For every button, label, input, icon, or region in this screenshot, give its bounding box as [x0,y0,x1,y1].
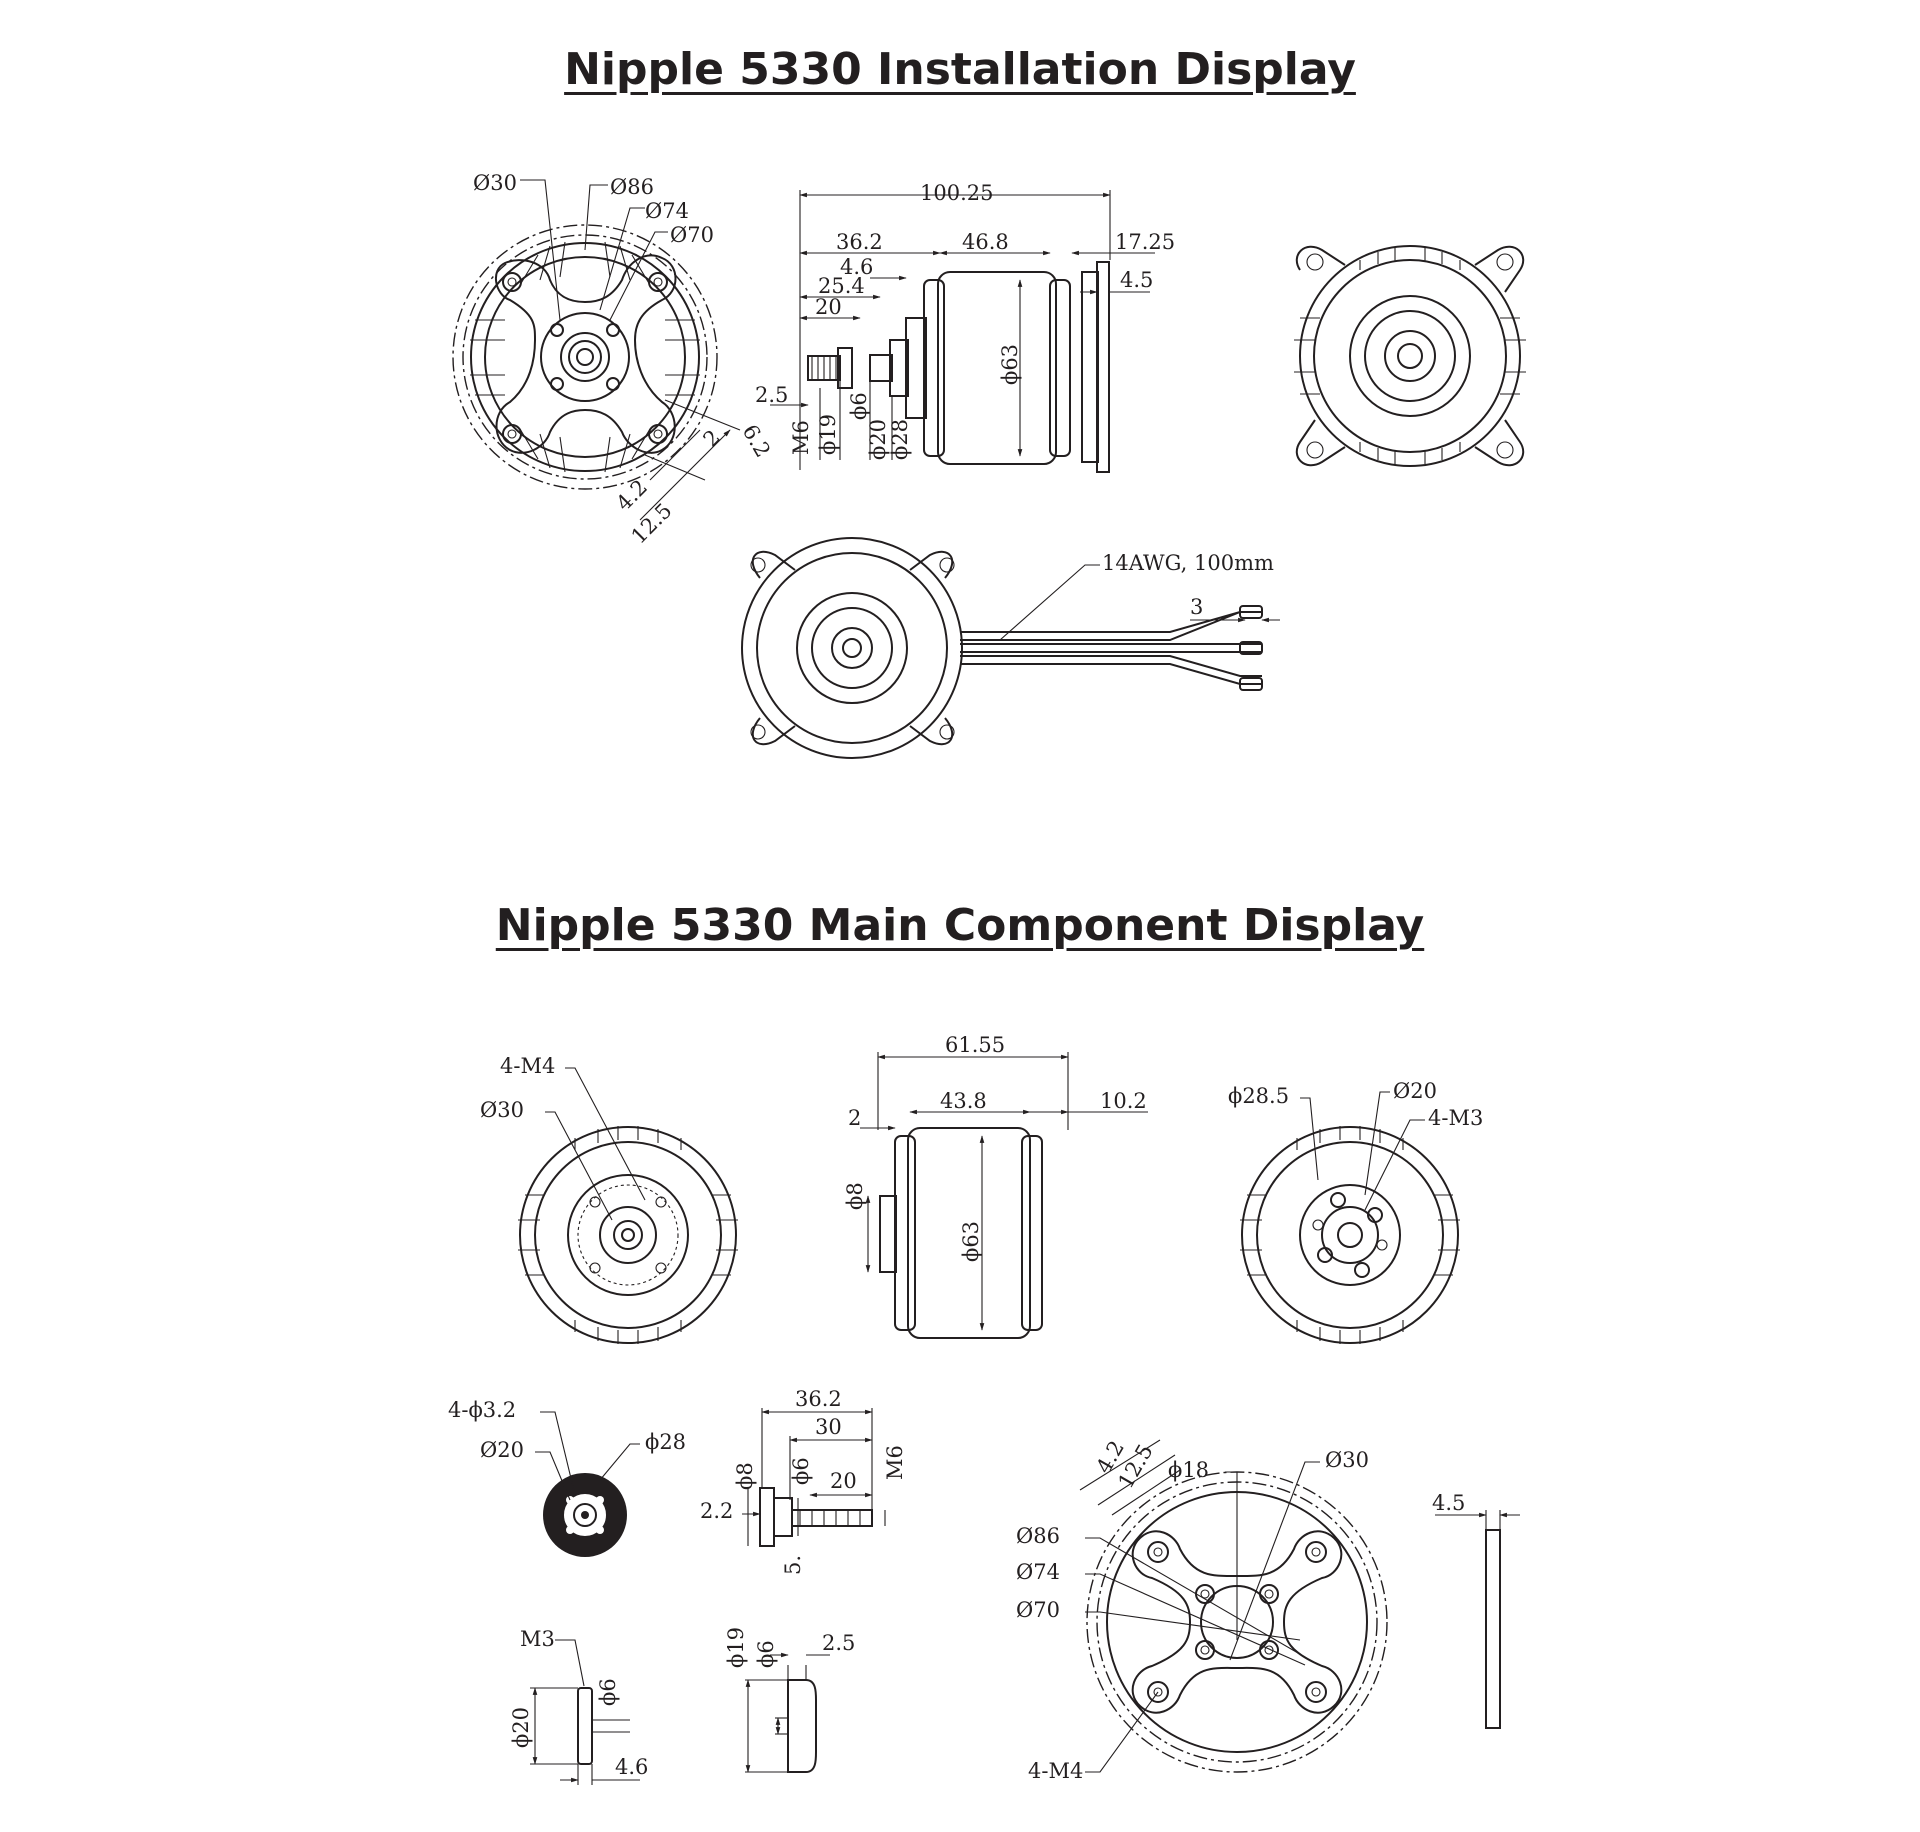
inst-side-total: 100.25 [920,181,993,205]
inst-side-body-len: 46.8 [962,230,1009,254]
comp-washer-2-5: 2.5 [822,1631,855,1655]
inst-side-dia6: ϕ6 [847,392,871,420]
comp-rotor-front-d30: Ø30 [480,1098,524,1122]
comp-rotor-front-thread: 4-M4 [500,1054,555,1078]
comp-rotor-side-body: 43.8 [940,1089,987,1113]
comp-rotor-back-d28-5: ϕ28.5 [1228,1084,1289,1108]
inst-side-mount-len: 17.25 [1115,230,1175,254]
installation-title: Nipple 5330 Installation Display [564,44,1356,95]
comp-shaft-5: 5. [781,1555,805,1575]
comp-shaft-dia8: ϕ8 [733,1462,757,1490]
comp-nut-m3: M3 [520,1627,555,1651]
inst-side-20: 20 [815,295,842,319]
install-front-view [452,179,741,521]
comp-rotor-side-dia63: ϕ63 [959,1221,983,1262]
comp-washer [745,1652,830,1773]
comp-rotor-front [518,1067,738,1344]
comp-mount-side-4-5: 4.5 [1432,1491,1465,1515]
comp-prop-d20: Ø20 [480,1438,524,1462]
comp-shaft-20: 20 [830,1469,857,1493]
comp-washer-dia6: ϕ6 [754,1640,778,1668]
comp-nut-dia6: ϕ6 [596,1678,620,1706]
comp-nut-4-6: 4.6 [615,1755,648,1779]
comp-mount [1079,1439,1388,1773]
inst-front-d74: Ø74 [645,199,689,223]
inst-side-2-5: 2.5 [755,383,788,407]
comp-prop-holes: 4-ϕ3.2 [448,1398,516,1422]
inst-front-d86: Ø86 [610,175,654,199]
install-wire-view [741,537,1280,759]
comp-rotor-side-gap: 2 [848,1106,861,1130]
comp-mount-d74: Ø74 [1016,1560,1060,1584]
inst-side-25-4: 25.4 [818,274,865,298]
comp-mount-d86: Ø86 [1016,1524,1060,1548]
comp-mount-d30: Ø30 [1325,1448,1369,1472]
components-title: Nipple 5330 Main Component Display [495,900,1425,951]
comp-prop-adapter [535,1411,640,1557]
comp-shaft-2-2: 2.2 [700,1499,733,1523]
comp-rotor-side-shaft: 10.2 [1100,1089,1147,1113]
comp-shaft-m6: M6 [883,1445,907,1480]
comp-nut-dia20: ϕ20 [509,1707,533,1748]
comp-prop-d28: ϕ28 [645,1430,686,1454]
comp-rotor-back-thread: 4-M3 [1428,1106,1483,1130]
comp-shaft [742,1408,886,1547]
inst-side-m6: M6 [789,420,813,455]
comp-rotor-side-dia8: ϕ8 [843,1182,867,1210]
inst-wire-tip: 3 [1190,595,1203,619]
comp-shaft-30: 30 [815,1415,842,1439]
inst-side-4-6: 4.6 [840,255,873,279]
comp-shaft-dia6: ϕ6 [789,1457,813,1485]
install-rear-view [1294,245,1526,467]
comp-mount-side [1435,1510,1520,1729]
comp-mount-thread: 4-M4 [1028,1759,1083,1783]
comp-nut-small [530,1639,640,1785]
inst-side-dia19: ϕ19 [816,414,840,455]
inst-front-2: 2 [699,425,725,451]
inst-wire-label: 14AWG, 100mm [1102,551,1274,575]
inst-front-4-2: 4.2 [612,475,653,516]
comp-rotor-side [860,1052,1148,1339]
inst-front-d30: Ø30 [473,171,517,195]
inst-side-4-5: 4.5 [1120,268,1153,292]
comp-rotor-back-d20: Ø20 [1393,1079,1437,1103]
comp-washer-dia19: ϕ19 [724,1627,748,1668]
inst-side-dia20: ϕ20 [866,419,890,460]
comp-rotor-back [1240,1091,1460,1344]
inst-side-dia28: ϕ28 [888,419,912,460]
inst-front-d70: Ø70 [670,223,714,247]
comp-rotor-side-total: 61.55 [945,1033,1005,1057]
inst-side-dia63: ϕ63 [998,344,1022,385]
comp-mount-d70: Ø70 [1016,1598,1060,1622]
comp-mount-d18: ϕ18 [1168,1458,1209,1482]
inst-front-6-2: 6.2 [738,421,775,462]
install-side-view [770,190,1155,473]
inst-side-shaft-len: 36.2 [836,230,883,254]
comp-shaft-total: 36.2 [795,1387,842,1411]
